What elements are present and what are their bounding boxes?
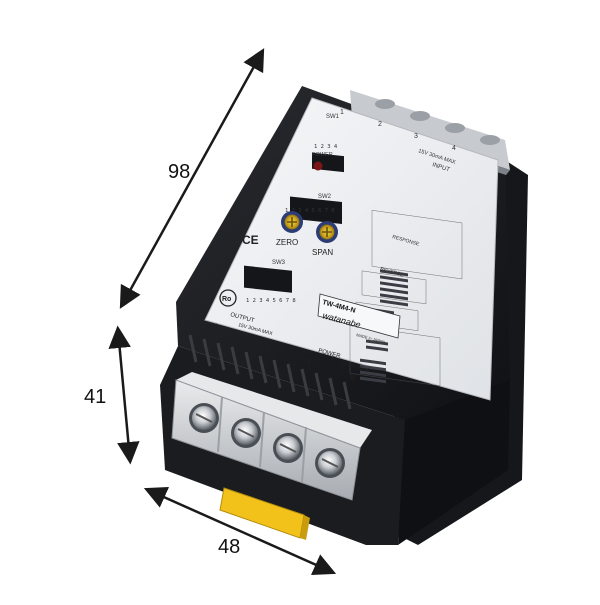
span-label: SPAN: [312, 248, 333, 257]
sw3-label: SW3: [272, 260, 286, 266]
cooling-ribs: [188, 334, 352, 410]
svg-text:+: +: [214, 321, 219, 330]
sw2-switch-numbers: 1 2 3 4 5 6 7 8: [285, 208, 335, 214]
terminal-4: 4: [452, 145, 456, 152]
dimension-depth-label: 41: [84, 386, 106, 408]
ce-mark: CE: [242, 233, 259, 247]
faceplate: [204, 97, 499, 401]
zero-label: ZERO: [276, 238, 298, 247]
terminal-8: 8: [350, 372, 355, 382]
front-terminal-block: [171, 372, 372, 501]
svg-text:−: −: [330, 355, 335, 364]
input-label: INPUT: [431, 162, 450, 173]
dimension-height-arrow: [119, 48, 265, 309]
terminal-screw-7[interactable]: [273, 433, 303, 463]
sw1-switch-numbers: 1 2 3 4: [314, 144, 338, 150]
power-label: POWER: [312, 152, 333, 158]
sw3-switch-numbers: 1 2 3 4 5 6 7 8: [246, 298, 296, 304]
front-terminal-numbers: 5 6 7 8: [228, 332, 355, 382]
terminal-screw-8[interactable]: [315, 448, 345, 478]
terminal-screw-6[interactable]: [231, 418, 261, 448]
model-label-box: [317, 293, 401, 339]
terminal-6: 6: [266, 344, 271, 354]
svg-text:+: +: [290, 343, 295, 352]
svg-text:−: −: [244, 331, 249, 340]
top-terminal-screws: [375, 99, 500, 145]
terminal-polarity-marks: + − + −: [214, 321, 335, 364]
din-rail-clip[interactable]: [219, 487, 310, 540]
span-potentiometer[interactable]: [316, 221, 338, 243]
terminal-3: 3: [414, 133, 418, 140]
dimension-width-label: 48: [218, 536, 240, 558]
terminal-screw-5[interactable]: [189, 403, 219, 433]
sw2-label: SW2: [318, 194, 332, 200]
dimension-height-label: 98: [168, 161, 190, 183]
dimension-width-arrow: [143, 487, 337, 575]
zero-potentiometer[interactable]: [281, 211, 303, 233]
svg-text:Ro: Ro: [222, 296, 231, 303]
top-terminal-numbers: 1 2 3 4: [340, 109, 456, 152]
sw1-label: SW1: [326, 114, 340, 120]
sw2-dip-switch[interactable]: [290, 196, 342, 224]
sw3-dip-switch[interactable]: [244, 265, 292, 293]
terminal-1: 1: [340, 109, 344, 116]
dimension-depth-arrow: [108, 325, 140, 465]
power-terminal-label: POWER: [317, 348, 341, 360]
terminal-7: 7: [306, 358, 311, 368]
terminal-2: 2: [378, 121, 382, 128]
terminal-5: 5: [228, 332, 233, 342]
ro-mark: Ro: [219, 289, 237, 307]
power-led: [313, 161, 323, 171]
